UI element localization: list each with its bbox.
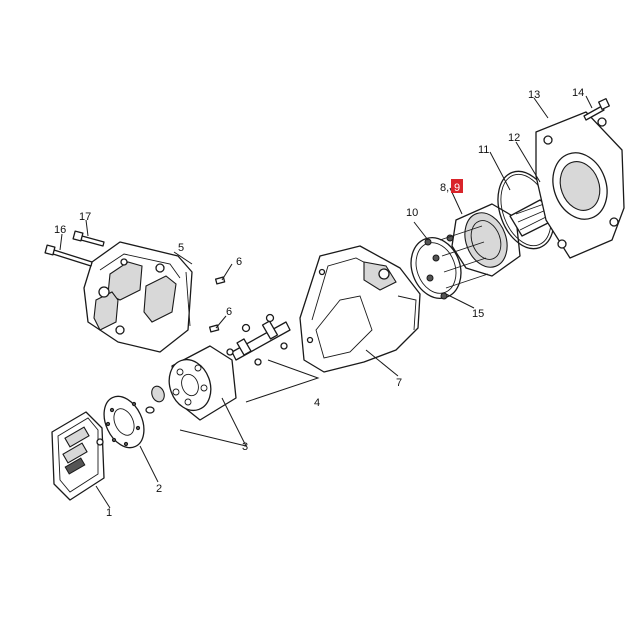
callout-13[interactable]: 13 [528,89,540,101]
part-13-flange[interactable] [535,111,625,259]
callout-5[interactable]: 5 [178,242,184,254]
callout-16[interactable]: 16 [54,224,66,236]
callout-11[interactable]: 11 [478,144,489,156]
callout-8[interactable]: 8, [440,182,449,194]
callout-14[interactable]: 14 [572,87,584,99]
callout-3[interactable]: 3 [242,441,248,453]
callout-17[interactable]: 17 [79,211,91,223]
callout-6-lower[interactable]: 6 [226,306,232,318]
callout-4[interactable]: 4 [314,397,320,409]
callout-15[interactable]: 15 [472,308,484,320]
part-1-end-cover[interactable] [51,411,105,501]
callout-9[interactable]: 9 [454,182,460,194]
part-2-valve-plate[interactable] [96,390,151,454]
callout-labels: 1 2 3 4 5 6 6 7 8, 9 10 11 12 13 14 15 1… [54,87,584,519]
callout-6-upper[interactable]: 6 [236,256,242,268]
callout-2[interactable]: 2 [156,483,162,495]
callout-10[interactable]: 10 [406,207,418,219]
part-10-bolts[interactable] [424,234,454,300]
callout-9-highlight [451,179,463,193]
part-3-cylinder-block[interactable] [145,345,237,421]
callout-1[interactable]: 1 [106,507,112,519]
part-17-bolt[interactable] [72,230,105,247]
leader-lines [59,95,593,509]
callout-12[interactable]: 12 [508,132,520,144]
callout-7[interactable]: 7 [396,377,402,389]
part-5-pump-housing[interactable] [83,241,193,353]
part-16-bolt[interactable] [44,244,93,267]
part-7-main-housing[interactable] [299,245,421,373]
part-4-valve-assembly[interactable] [226,313,291,366]
part-14-bolt[interactable] [583,98,610,121]
